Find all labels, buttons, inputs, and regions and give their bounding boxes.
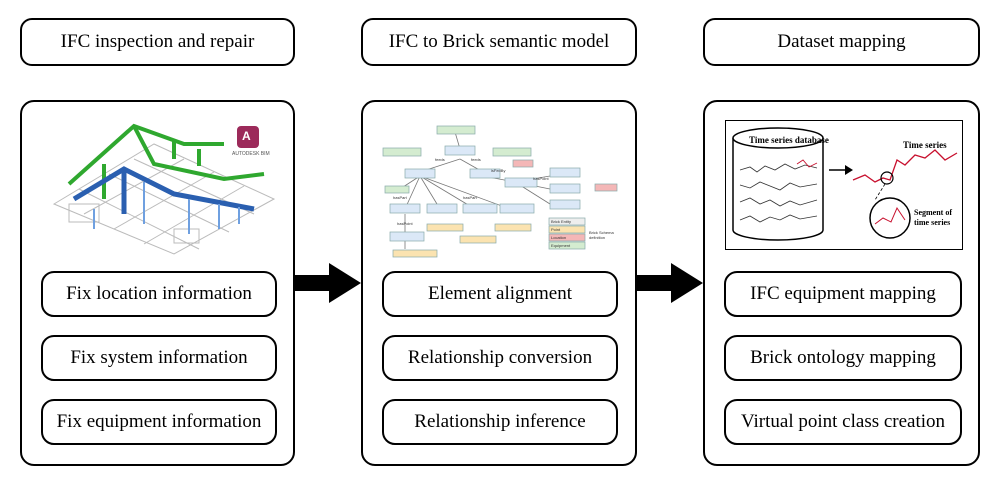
segment-label: time series — [914, 218, 951, 227]
relationship-conversion-item: Relationship conversion — [382, 335, 618, 381]
arrow-right-icon — [295, 263, 361, 303]
legend-location: Location — [551, 235, 567, 240]
db-label: Time series database — [749, 135, 829, 145]
relationship-inference-item: Relationship inference — [382, 399, 618, 445]
item-label: Virtual point class creation — [740, 411, 946, 432]
item-label: Brick ontology mapping — [750, 347, 936, 368]
bim-model-figure — [52, 123, 276, 255]
fix-system-item: Fix system information — [41, 335, 277, 381]
header-label: IFC inspection and repair — [60, 31, 255, 52]
virtual-point-class-item: Virtual point class creation — [724, 399, 962, 445]
arrow-right-icon — [637, 263, 703, 303]
panel-ifc-to-brick: Brick Entity Point Location Equipment Br… — [361, 100, 637, 466]
brick-graph-figure — [382, 125, 618, 258]
edge-label: hasPoint — [533, 176, 549, 181]
timeseries-figure — [732, 127, 958, 241]
logo-letter: A — [242, 129, 251, 143]
header-ifc-to-brick: IFC to Brick semantic model — [361, 18, 637, 66]
edge-label: hasPart — [463, 195, 477, 200]
ts-label: Time series — [903, 140, 947, 150]
item-label: IFC equipment mapping — [750, 283, 936, 304]
logo-caption: AUTODESK BIM — [232, 151, 270, 157]
header-dataset-mapping: Dataset mapping — [703, 18, 980, 66]
item-label: Fix system information — [70, 347, 248, 368]
legend-equipment: Equipment — [551, 243, 571, 248]
edge-label: hasPart — [393, 195, 407, 200]
item-label: Relationship conversion — [407, 347, 593, 368]
ifc-equipment-mapping-item: IFC equipment mapping — [724, 271, 962, 317]
legend-point: Point — [551, 227, 561, 232]
element-alignment-item: Element alignment — [382, 271, 618, 317]
edge-label: feeds — [435, 157, 445, 162]
edge-label: feeds — [471, 157, 481, 162]
header-label: IFC to Brick semantic model — [388, 31, 610, 52]
item-label: Fix location information — [66, 283, 252, 304]
fix-equipment-item: Fix equipment information — [41, 399, 277, 445]
header-label: Dataset mapping — [777, 31, 906, 52]
panel-ifc-inspection: A AUTODESK BIM Fix location information … — [20, 100, 295, 466]
brick-legend: Brick Entity Point Location Equipment — [551, 218, 571, 250]
legend-title: Brick Entity — [551, 219, 572, 224]
brick-ontology-mapping-item: Brick ontology mapping — [724, 335, 962, 381]
edge-label: isFedBy — [491, 168, 506, 173]
item-label: Element alignment — [427, 283, 573, 304]
panel-dataset-mapping: Time series database Time series Segment… — [703, 100, 980, 466]
autodesk-logo-icon — [237, 126, 259, 148]
edge-label: hasPoint — [397, 221, 413, 226]
header-ifc-inspection: IFC inspection and repair — [20, 18, 295, 66]
legend-caption: Brick Schema definition — [589, 230, 614, 240]
fix-location-item: Fix location information — [41, 271, 277, 317]
item-label: Fix equipment information — [56, 411, 262, 432]
segment-label: Segment of — [914, 208, 952, 217]
item-label: Relationship inference — [414, 411, 586, 432]
